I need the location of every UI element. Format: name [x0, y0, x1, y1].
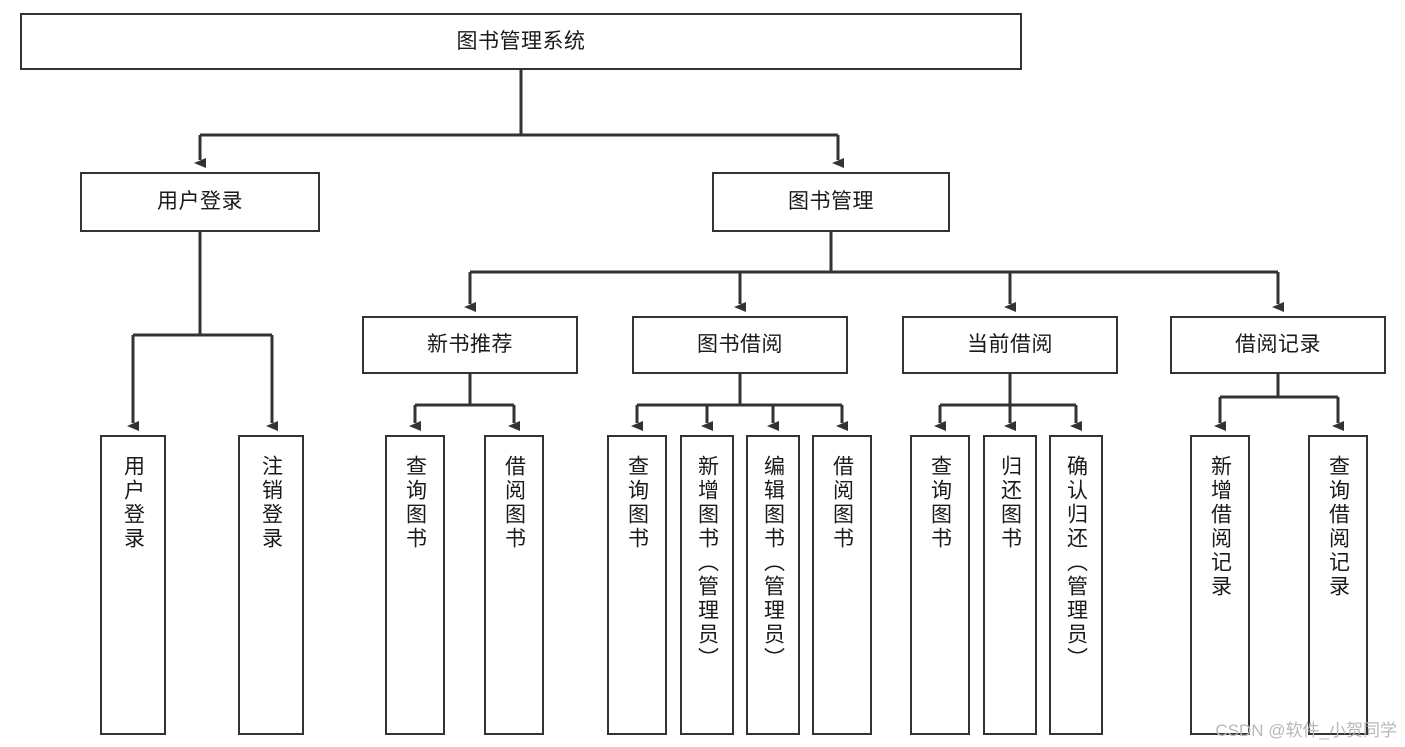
node-user-login[interactable]: 用户登录 — [80, 172, 320, 232]
leaf-borrow-book[interactable]: 借阅图书 — [812, 435, 872, 735]
leaf-user-login[interactable]: 用户登录 — [100, 435, 166, 735]
node-book-management[interactable]: 图书管理 — [712, 172, 950, 232]
node-label: 借阅记录 — [1235, 333, 1321, 357]
node-label: 编辑图书（管理员） — [761, 455, 785, 671]
leaf-borrow-book-recommend[interactable]: 借阅图书 — [484, 435, 544, 735]
node-label: 归还图书 — [998, 455, 1022, 551]
watermark: CSDN @软件_小贺同学 — [1215, 721, 1397, 740]
node-label: 新增图书（管理员） — [695, 455, 719, 671]
leaf-add-book-admin[interactable]: 新增图书（管理员） — [680, 435, 734, 735]
node-label: 查询图书 — [928, 455, 952, 551]
node-label: 新书推荐 — [427, 333, 513, 357]
node-label: 确认归还（管理员） — [1064, 455, 1088, 671]
node-root-system[interactable]: 图书管理系统 — [20, 13, 1022, 70]
leaf-logout[interactable]: 注销登录 — [238, 435, 304, 735]
leaf-confirm-return-admin[interactable]: 确认归还（管理员） — [1049, 435, 1103, 735]
leaf-add-borrow-record[interactable]: 新增借阅记录 — [1190, 435, 1250, 735]
leaf-return-book[interactable]: 归还图书 — [983, 435, 1037, 735]
node-label: 借阅图书 — [502, 455, 526, 551]
node-label: 用户登录 — [157, 190, 243, 214]
node-label: 注销登录 — [259, 455, 283, 551]
node-label: 图书管理 — [788, 190, 874, 214]
node-label: 查询借阅记录 — [1326, 455, 1350, 599]
leaf-query-book-recommend[interactable]: 查询图书 — [385, 435, 445, 735]
node-label: 新增借阅记录 — [1208, 455, 1232, 599]
node-label: 图书管理系统 — [456, 29, 586, 53]
leaf-query-borrow-record[interactable]: 查询借阅记录 — [1308, 435, 1368, 735]
node-book-borrow[interactable]: 图书借阅 — [632, 316, 848, 374]
node-label: 查询图书 — [625, 455, 649, 551]
node-current-borrow[interactable]: 当前借阅 — [902, 316, 1118, 374]
node-label: 借阅图书 — [830, 455, 854, 551]
node-label: 图书借阅 — [697, 333, 783, 357]
node-borrow-record[interactable]: 借阅记录 — [1170, 316, 1386, 374]
node-label: 用户登录 — [121, 455, 145, 551]
node-new-book-recommend[interactable]: 新书推荐 — [362, 316, 578, 374]
leaf-query-book-current[interactable]: 查询图书 — [910, 435, 970, 735]
leaf-edit-book-admin[interactable]: 编辑图书（管理员） — [746, 435, 800, 735]
node-label: 查询图书 — [403, 455, 427, 551]
node-label: 当前借阅 — [967, 333, 1053, 357]
leaf-query-book-borrow[interactable]: 查询图书 — [607, 435, 667, 735]
